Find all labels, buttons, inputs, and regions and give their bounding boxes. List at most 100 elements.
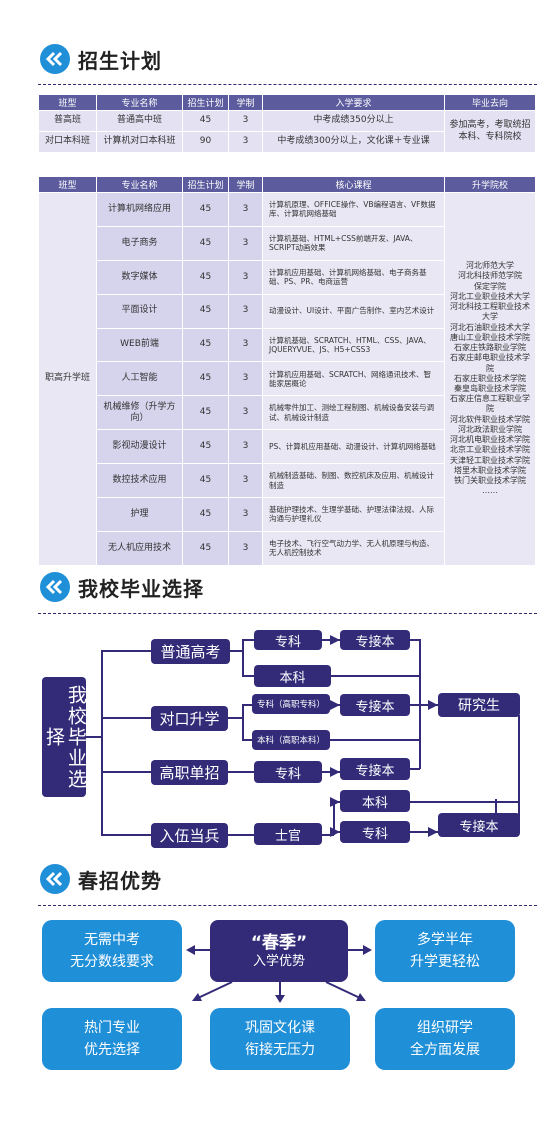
school-item: 河北政法职业学院	[458, 424, 522, 434]
table-cell: 电子技术、飞行空气动力学、无人机原理与构造、无人机控制技术	[262, 530, 445, 566]
table-header: 班型	[38, 94, 97, 111]
table-cell: WEB前端	[96, 327, 183, 363]
table-cell: 动漫设计、UI设计、平面广告制作、室内艺术设计	[262, 293, 445, 329]
node-gaozhi-benke: 本科（高职本科）	[252, 730, 330, 750]
advantage-card: 热门专业 优先选择	[42, 1008, 182, 1070]
table-cell: 计算机原理、OFFICE操作、VB编程语言、VF数据库、计算机网络基础	[262, 192, 445, 227]
node-zhuanke: 专科	[340, 821, 410, 843]
arrow-right-icon	[428, 700, 438, 710]
node-benke: 本科	[254, 665, 331, 687]
arrow-right-icon	[330, 767, 340, 777]
advantage-line: 无分数线要求	[70, 954, 154, 970]
section-header-choice: 我校毕业选择	[40, 570, 204, 604]
chevrons-left-icon	[40, 572, 70, 602]
advantage-card: 巩固文化课 衔接无压力	[210, 1008, 350, 1070]
table-header: 核心课程	[262, 176, 445, 193]
table-cell: 普通高中班	[96, 110, 183, 132]
table-header: 学制	[228, 176, 263, 193]
advantage-line: 优先选择	[84, 1042, 140, 1058]
section-title: 招生计划	[78, 48, 162, 73]
table-cell: 45	[182, 463, 229, 499]
section-header-advantage: 春招优势	[40, 862, 162, 896]
table-cell: 45	[182, 327, 229, 363]
table-cell: 计算机应用基础、计算机网络基础、电子商务基础、PS、PR、电商运营	[262, 259, 445, 295]
table-cell: 护理	[96, 497, 183, 532]
node-zhuanjieben: 专接本	[340, 694, 410, 716]
table-cell: 45	[182, 429, 229, 465]
advantage-line: 多学半年	[417, 931, 473, 948]
table-cell: 45	[182, 395, 229, 431]
table-cell: 3	[228, 395, 263, 431]
advantage-line: 衔接无压力	[245, 1042, 315, 1058]
school-item: 河北软件职业技术学院	[450, 414, 530, 424]
table-cell: 计算机基础、SCRATCH、HTML、CSS、JAVA、JQUERYVUE、JS…	[262, 327, 445, 363]
school-item: 石家庄职业技术学院	[454, 373, 526, 383]
destination-cell: 参加高考，考取统招本科、专科院校	[444, 110, 536, 153]
advantage-line: 升学更轻松	[410, 954, 480, 970]
table-cell: 计算机对口本科班	[96, 131, 183, 153]
table-cell: 45	[182, 361, 229, 397]
node-zhuanke: 专科	[254, 630, 322, 650]
table-cell: 机械制造基础、制图、数控机床及应用、机械设计制造	[262, 463, 445, 499]
table-cell: 中考成绩300分以上，文化课＋专业课	[262, 131, 445, 153]
table-cell: 3	[228, 110, 263, 132]
center-title: “春季”	[250, 932, 308, 953]
node-shiguan: 士官	[254, 823, 322, 845]
advantage-line: 组织研学	[417, 1019, 473, 1036]
school-item: 河北师范大学	[466, 261, 514, 271]
route-duikou: 对口升学	[151, 706, 228, 731]
divider	[38, 84, 537, 85]
table-cell: 数控技术应用	[96, 463, 183, 499]
node-zhuanjieben: 专接本	[340, 758, 410, 780]
table-header: 升学院校	[444, 176, 536, 193]
table-cell: 3	[228, 259, 263, 295]
table-cell: 中考成绩350分以上	[262, 110, 445, 132]
advantage-line: 热门专业	[84, 1019, 140, 1036]
table-cell: 平面设计	[96, 293, 183, 329]
table-cell: 计算机基础、HTML+CSS前端开发、JAVA、SCRIPT动画效果	[262, 225, 445, 261]
node-danzhao-zhuanke: 专科	[254, 761, 322, 783]
school-item: 河北机电职业技术学院	[450, 435, 530, 445]
chevrons-left-icon	[40, 44, 70, 74]
center-subtitle: 入学优势	[252, 953, 305, 969]
chevrons-left-icon	[40, 864, 70, 894]
arrow-right-icon	[330, 827, 340, 837]
table-cell: 3	[228, 463, 263, 499]
table-header: 招生计划	[182, 94, 229, 111]
table-cell: 计算机应用基础、SCRATCH、网络通讯技术、智能家居概论	[262, 361, 445, 397]
school-item: 石家庄铁路职业学院	[454, 343, 526, 353]
table-cell: 机械零件加工、测绘工程制图、机械设备安装与调试、机械设计制造	[262, 395, 445, 431]
school-item: 石家庄信息工程职业学院	[450, 394, 530, 414]
table-cell: 45	[182, 192, 229, 227]
school-item: 河北石油职业技术大学	[450, 322, 530, 332]
divider	[38, 613, 537, 614]
table-cell: 人工智能	[96, 361, 183, 397]
school-item: 北京工业职业技术学院	[450, 445, 530, 455]
schools-cell: 河北师范大学河北科技师范学院保定学院河北工业职业技术大学河北科技工程职业技术大学…	[444, 192, 536, 566]
divider	[38, 905, 537, 906]
table-cell: 3	[228, 192, 263, 227]
advantage-line: 全方面发展	[410, 1042, 480, 1058]
table-header: 学制	[228, 94, 263, 111]
advantage-line: 无需中考	[84, 931, 140, 948]
advantage-card: 多学半年 升学更轻松	[375, 920, 515, 982]
node-zhuanjieben: 专接本	[438, 813, 520, 837]
table-header: 班型	[38, 176, 97, 193]
advantage-card: 无需中考 无分数线要求	[42, 920, 182, 982]
table-cell: 3	[228, 225, 263, 261]
table-cell: 电子商务	[96, 225, 183, 261]
school-item: 塔里木职业技术学院	[454, 465, 526, 475]
table-header: 毕业去向	[444, 94, 536, 111]
class-type-cell: 职高升学班	[38, 192, 97, 566]
